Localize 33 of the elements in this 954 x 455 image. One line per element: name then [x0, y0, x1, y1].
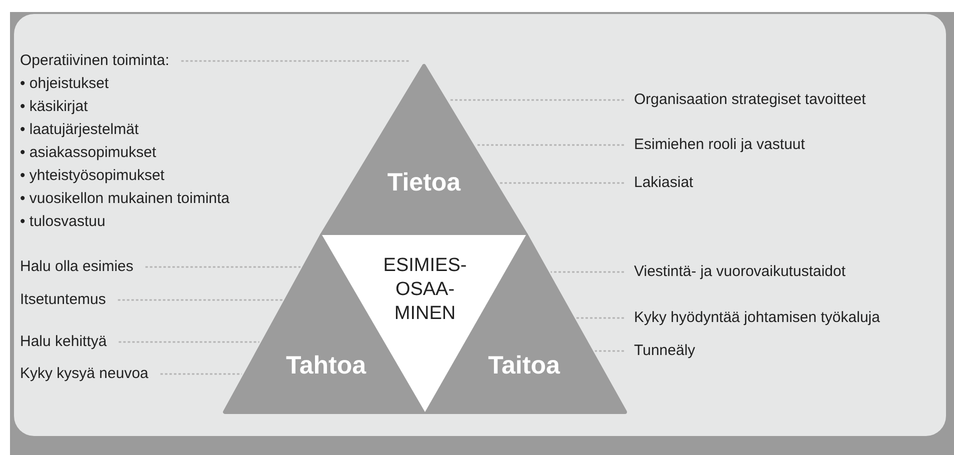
leader-label: Halu kehittyä: [20, 332, 107, 352]
list-item: • ohjeistukset: [20, 74, 110, 94]
leader-label: Lakiasiat: [634, 173, 694, 193]
list-item: • vuosikellon mukainen toiminta: [20, 189, 230, 209]
segment-label: Tietoa: [387, 168, 461, 198]
leader-label: Kyky hyödyntää johtamisen työkaluja: [634, 308, 880, 328]
list-heading: Operatiivinen toiminta:: [20, 51, 170, 71]
leader-line: [476, 144, 624, 146]
leader-label: Organisaation strategiset tavoitteet: [634, 90, 866, 110]
leader-line: [498, 182, 624, 184]
leader-label: Kyky kysyä neuvoa: [20, 364, 148, 384]
list-item: • käsikirjat: [20, 97, 89, 117]
segment-label: Tahtoa: [286, 352, 366, 380]
leader-line: [145, 266, 300, 268]
leader-label: Tunneäly: [634, 341, 696, 361]
leader-line: [181, 60, 410, 62]
list-item: • asiakassopimukset: [20, 143, 158, 163]
leader-line: [118, 341, 260, 343]
segment-label: Taitoa: [488, 352, 560, 380]
leader-label: Itsetuntemus: [20, 290, 106, 310]
leader-label: Halu olla esimies: [20, 257, 134, 277]
leader-line: [448, 99, 624, 101]
leader-label: Esimiehen rooli ja vastuut: [634, 135, 805, 155]
leader-line: [550, 271, 624, 273]
center-label: ESIMIES- OSAA- MINEN: [383, 254, 467, 326]
leader-label: Viestintä- ja vuorovaikutustaidot: [634, 262, 846, 282]
list-item: • laatujärjestelmät: [20, 120, 140, 140]
leader-line: [576, 317, 624, 319]
leader-line: [160, 373, 242, 375]
leader-line: [118, 299, 282, 301]
list-item: • yhteistyösopimukset: [20, 166, 166, 186]
list-item: • tulosvastuu: [20, 212, 106, 232]
leader-line: [594, 350, 624, 352]
